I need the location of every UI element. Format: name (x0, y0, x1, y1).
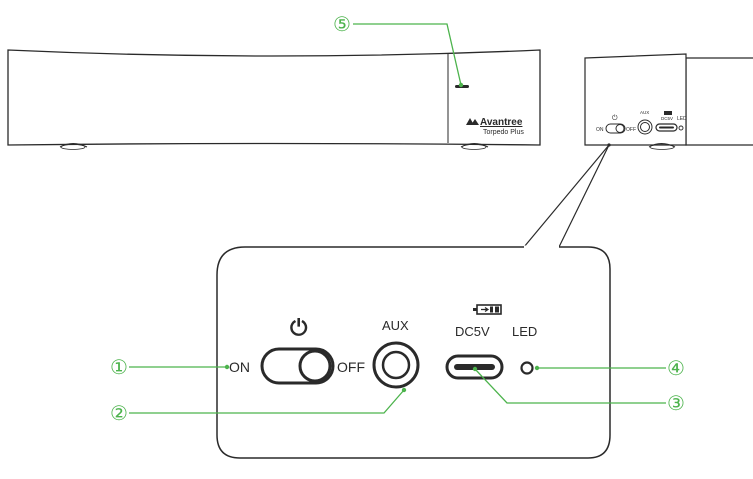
dc-label: DC5V (455, 324, 490, 339)
side-aux-jack: AUX (637, 110, 653, 135)
side-dc-label: DC5V (661, 116, 673, 121)
side-power-switch: ON OFF ⏻ (596, 114, 636, 134)
power-switch: ⏻ ON OFF (229, 315, 365, 385)
device-front-view: Avantree Torpedo Plus (7, 49, 541, 150)
front-feet (59, 143, 489, 150)
battery-icon (473, 304, 502, 315)
brand-logo: Avantree Torpedo Plus (466, 117, 524, 136)
power-icon: ⏻ (290, 315, 308, 340)
callout-1: ① (110, 357, 230, 379)
side-usb-port: DC5V (655, 111, 678, 132)
side-battery-icon (664, 111, 672, 115)
switch-knob (298, 349, 332, 383)
callout-2-number: ② (110, 403, 128, 425)
led-label: LED (512, 324, 537, 339)
callout-2: ② (110, 387, 407, 425)
on-label: ON (229, 359, 250, 375)
side-led: LED (677, 116, 687, 131)
callout-5: ⑤ (333, 14, 464, 88)
brand-name: Avantree (480, 117, 523, 128)
callout-4-number: ④ (667, 358, 685, 380)
side-feet (648, 143, 676, 150)
side-aux-label: AUX (640, 110, 649, 115)
callout-3: ③ (472, 366, 685, 415)
model-name: Torpedo Plus (483, 129, 524, 136)
callout-3-number: ③ (667, 393, 685, 415)
aux-jack: AUX (372, 318, 420, 389)
zoomed-panel: ⏻ ON OFF AUX DC5V LED (216, 245, 611, 459)
aux-label: AUX (382, 318, 409, 333)
device-side-view: ON OFF ⏻ AUX DC5V LED (584, 53, 753, 150)
side-power-icon: ⏻ (612, 114, 618, 122)
off-label: OFF (337, 359, 365, 375)
side-led-label: LED (677, 116, 687, 122)
zoom-connector (523, 143, 611, 248)
usb-c-port: DC5V (445, 304, 504, 380)
callout-4: ④ (534, 358, 685, 380)
callout-1-number: ① (110, 357, 128, 379)
side-on-label: ON (596, 127, 604, 133)
callout-5-number: ⑤ (333, 14, 351, 36)
led-indicator: LED (512, 324, 537, 375)
side-off-label: OFF (626, 127, 636, 133)
